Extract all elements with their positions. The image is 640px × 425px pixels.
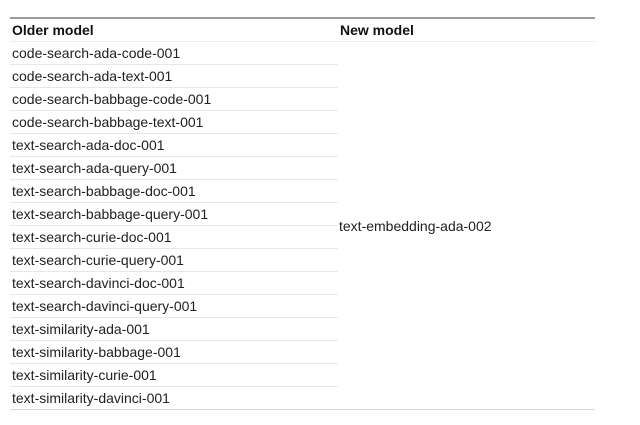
- table-row: text-similarity-babbage-001: [10, 340, 595, 364]
- older-model-cell: text-similarity-babbage-001: [10, 340, 338, 364]
- older-model-cell: text-similarity-curie-001: [10, 363, 338, 387]
- table-row: code-search-babbage-text-001: [10, 110, 595, 134]
- older-model-cell: text-search-babbage-query-001: [10, 202, 338, 226]
- older-model-cell: code-search-ada-code-001: [10, 41, 338, 65]
- model-migration-table: Older model New model code-search-ada-co…: [10, 17, 595, 410]
- table-row: text-search-ada-doc-001: [10, 133, 595, 157]
- older-model-cell: text-search-babbage-doc-001: [10, 179, 338, 203]
- table-row: text-similarity-curie-001: [10, 363, 595, 387]
- older-model-cell: text-similarity-ada-001: [10, 317, 338, 341]
- older-model-cell: code-search-babbage-text-001: [10, 110, 338, 134]
- column-header-new-model: New model: [338, 17, 595, 42]
- table-row: text-search-curie-doc-001: [10, 225, 595, 249]
- table-row: text-search-davinci-query-001: [10, 294, 595, 318]
- table-row: code-search-ada-text-001: [10, 64, 595, 88]
- older-model-cell: text-search-curie-doc-001: [10, 225, 338, 249]
- older-model-cell: text-search-ada-doc-001: [10, 133, 338, 157]
- table-row: text-search-babbage-query-001: [10, 202, 595, 226]
- table-row: text-similarity-davinci-001: [10, 386, 595, 410]
- older-model-cell: text-search-davinci-query-001: [10, 294, 338, 318]
- older-model-cell: text-similarity-davinci-001: [10, 386, 338, 410]
- table-row: text-search-ada-query-001: [10, 156, 595, 180]
- older-model-cell: text-search-ada-query-001: [10, 156, 338, 180]
- table-row: text-search-davinci-doc-001: [10, 271, 595, 295]
- table-row: code-search-babbage-code-001: [10, 87, 595, 111]
- table-header: Older model New model: [10, 17, 595, 42]
- new-model-cell: text-embedding-ada-002: [338, 41, 595, 410]
- older-model-cell: code-search-ada-text-001: [10, 64, 338, 88]
- older-model-cell: text-search-davinci-doc-001: [10, 271, 338, 295]
- model-migration-table-wrap: Older model New model code-search-ada-co…: [10, 17, 595, 410]
- older-model-cell: code-search-babbage-code-001: [10, 87, 338, 111]
- table-row: text-search-babbage-doc-001: [10, 179, 595, 203]
- older-model-cell: text-search-curie-query-001: [10, 248, 338, 272]
- table-row: text-search-curie-query-001: [10, 248, 595, 272]
- table-row: text-similarity-ada-001: [10, 317, 595, 341]
- column-header-older-model: Older model: [10, 17, 338, 42]
